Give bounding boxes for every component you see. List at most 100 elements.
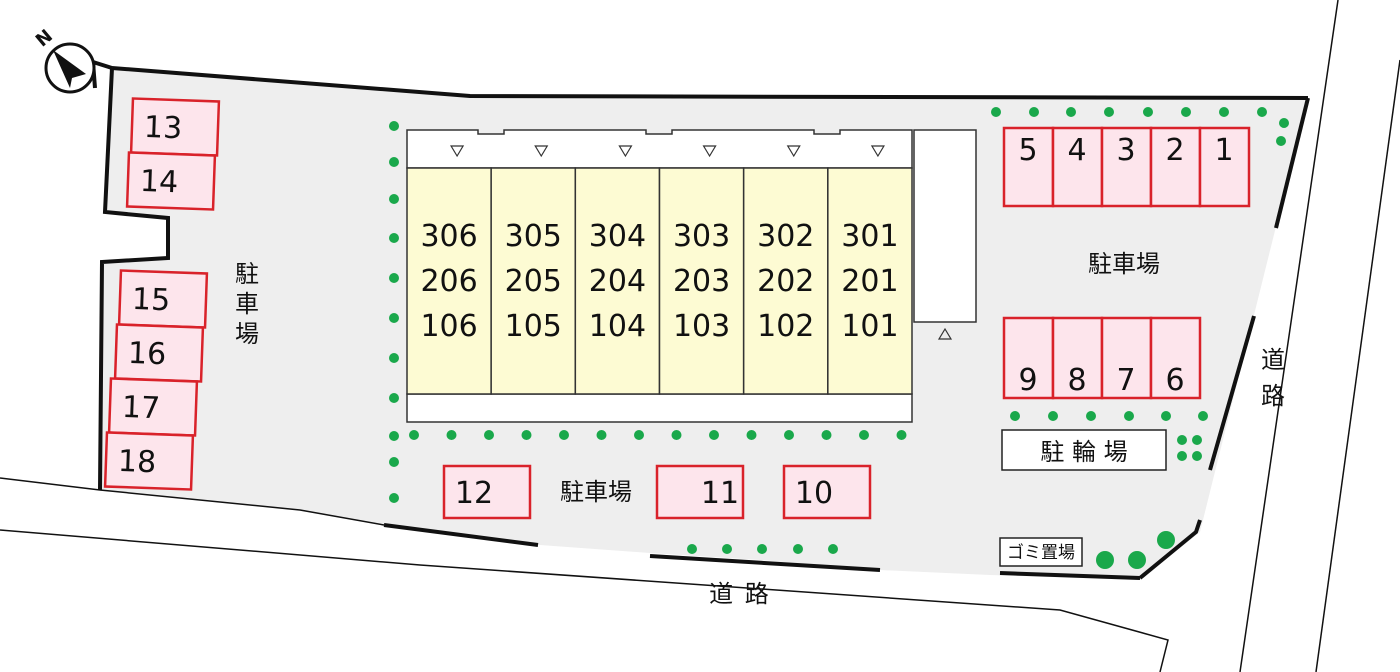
tree [687, 544, 697, 554]
parking-space: 18 [103, 431, 195, 491]
apartment-building [406, 129, 977, 423]
vertical-char: 駐 [235, 260, 259, 288]
tree [671, 430, 682, 440]
parking-space: 17 [107, 377, 199, 437]
parking-space: 2 [1149, 126, 1202, 208]
tree [859, 430, 869, 440]
tree [1198, 411, 1208, 421]
parking-space: 12 [442, 464, 532, 520]
tree [1104, 107, 1114, 117]
tree [1096, 551, 1114, 569]
tree [596, 430, 607, 440]
door-marks [450, 145, 953, 340]
tree [1276, 136, 1286, 146]
parking-label-south: 駐車場 [560, 478, 632, 506]
tree [521, 430, 532, 440]
tree [389, 457, 399, 467]
tree [757, 544, 767, 554]
vertical-char: 道 [1261, 346, 1285, 374]
parking-space: 16 [113, 323, 205, 383]
tree [1177, 451, 1187, 461]
unit-cells [406, 167, 913, 395]
tree [389, 194, 399, 204]
unit-number: 202 [757, 264, 814, 299]
tree [793, 544, 803, 554]
parking-space-number: 7 [1116, 363, 1135, 398]
garbage-box [999, 537, 1083, 567]
parking-space-number: 6 [1165, 363, 1184, 398]
tree [1177, 435, 1187, 445]
parking-space-number: 15 [131, 282, 170, 318]
parking-space-number: 3 [1116, 133, 1135, 168]
road-label-south: 道 路 [709, 580, 771, 608]
parking-space-number: 8 [1067, 363, 1086, 398]
unit-number: 306 [420, 219, 477, 254]
unit-number: 303 [673, 219, 730, 254]
tree [1181, 107, 1191, 117]
tree [484, 430, 494, 440]
vertical-char: 車 [235, 290, 259, 318]
parking-space: 1 [1198, 126, 1251, 208]
parking-space-number: 11 [701, 476, 739, 511]
parking-space-number: 14 [139, 164, 178, 200]
parking-space: 13 [129, 97, 221, 157]
unit-number: 304 [589, 219, 646, 254]
parking-space-number: 5 [1018, 133, 1037, 168]
unit-number: 104 [589, 309, 646, 344]
unit-column [574, 167, 661, 395]
north-arrow-icon: N [32, 25, 96, 94]
tree [1219, 107, 1229, 117]
tree [821, 430, 832, 440]
tree [1257, 107, 1267, 117]
unit-number: 101 [841, 309, 898, 344]
parking-space-number: 16 [127, 336, 166, 372]
tree [784, 430, 794, 440]
tree [1192, 451, 1202, 461]
unit-number: 102 [757, 309, 814, 344]
parking-space: 3 [1100, 126, 1153, 208]
parking-space: 10 [782, 464, 872, 520]
tree [1086, 411, 1096, 421]
entrance-mark [618, 145, 633, 158]
unit-number: 105 [505, 309, 562, 344]
vertical-char: 路 [1261, 382, 1285, 410]
tree [389, 313, 399, 323]
parking-space: 8 [1051, 316, 1104, 400]
unit-number: 205 [505, 264, 562, 299]
unit-number: 305 [505, 219, 562, 254]
unit-number: 106 [420, 309, 477, 344]
parking-space: 9 [1002, 316, 1055, 400]
tree [1066, 107, 1076, 117]
parking-label-east: 駐車場 [1088, 250, 1160, 278]
lot-boundary [90, 59, 1310, 580]
tree [1048, 411, 1058, 421]
tree [1010, 411, 1020, 421]
tree [389, 121, 399, 131]
entrance-mark [702, 145, 717, 158]
tree [634, 430, 644, 440]
parking-space-number: 12 [455, 476, 493, 511]
tree [1161, 411, 1171, 421]
parking-space: 5 [1002, 126, 1055, 208]
tree [1029, 107, 1039, 117]
tree [1124, 411, 1134, 421]
tree [1143, 107, 1153, 117]
tree [828, 544, 838, 554]
tree [896, 430, 907, 440]
unit-number: 201 [841, 264, 898, 299]
north-label: N [32, 25, 57, 51]
tree [722, 544, 732, 554]
unit-number: 204 [589, 264, 646, 299]
entrance-mark [534, 145, 549, 158]
unit-number: 206 [420, 264, 477, 299]
parking-space-number: 17 [121, 390, 160, 426]
tree [746, 430, 757, 440]
parking-space-number: 2 [1165, 133, 1184, 168]
parking-space-number: 4 [1067, 133, 1086, 168]
entrance-mark [786, 145, 801, 158]
parking-space: 14 [125, 151, 217, 211]
bicycle-parking-label: 駐 輪 場 [1040, 438, 1127, 466]
